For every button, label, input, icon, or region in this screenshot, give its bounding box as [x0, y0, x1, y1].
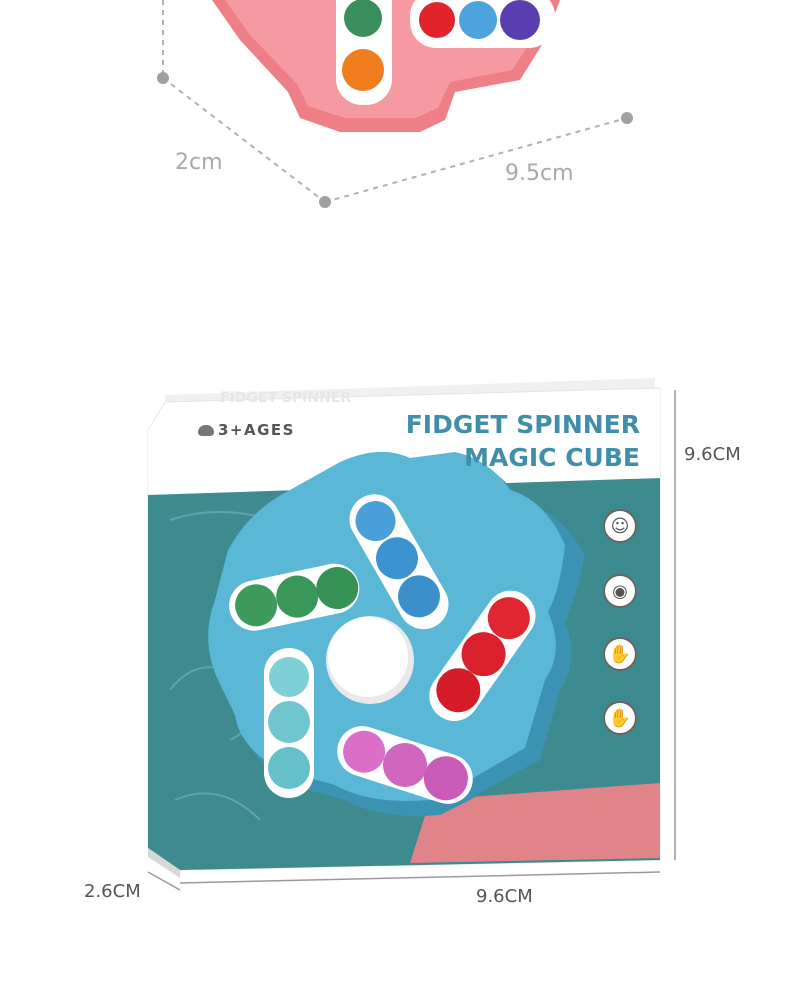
- pink-spinner: [212, 0, 560, 132]
- box-title: FIDGET SPINNER MAGIC CUBE: [380, 408, 640, 474]
- top-dimension-graphic: [157, 0, 633, 208]
- face-icon: ☺: [603, 509, 637, 543]
- age-icon: [198, 424, 214, 436]
- hand-brain-icon: ✋: [603, 637, 637, 671]
- box-depth-label: 2.6CM: [84, 881, 141, 902]
- box-height-label: 9.6CM: [684, 444, 741, 465]
- width-dimension-label: 9.5cm: [505, 161, 574, 186]
- age-badge: 3+AGES: [198, 421, 295, 439]
- box-title-line2: MAGIC CUBE: [464, 443, 640, 472]
- hand-icon: ✋: [603, 701, 637, 735]
- box-title-line1: FIDGET SPINNER: [405, 410, 640, 439]
- eye-icon: ◉: [603, 574, 637, 608]
- depth-dimension-label: 2cm: [175, 150, 223, 175]
- svg-text:FIDGET SPINNER: FIDGET SPINNER: [220, 390, 351, 406]
- age-label: 3+AGES: [218, 421, 295, 439]
- box-width-label: 9.6CM: [476, 886, 533, 907]
- product-box-graphic: FIDGET SPINNER: [147, 378, 676, 891]
